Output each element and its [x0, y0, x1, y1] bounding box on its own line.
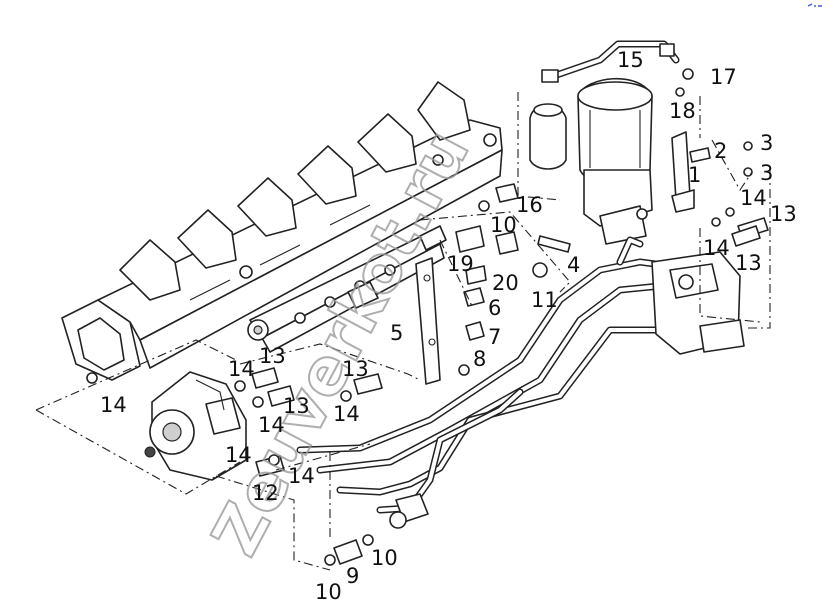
label-13-pump-mid: 13: [283, 394, 310, 418]
label-14-right-lower: 14: [703, 236, 730, 260]
bracket: [415, 257, 441, 385]
intake-manifold: [61, 81, 503, 381]
label-14-pump-lower: 14: [225, 443, 252, 467]
fittings: [86, 68, 769, 566]
label-4: 4: [567, 253, 580, 277]
label-14-pump-top: 14: [228, 357, 255, 381]
label-13-right-upper: 13: [770, 202, 797, 226]
label-15: 15: [617, 48, 644, 72]
label-13-right-lower: 13: [735, 251, 762, 275]
label-11: 11: [531, 288, 558, 312]
label-14-pump-mid: 14: [258, 413, 285, 437]
corner-mark: [807, 3, 822, 7]
label-13-pump-top: 13: [259, 344, 286, 368]
label-14-right-upper: 14: [740, 186, 767, 210]
label-10-upper: 10: [490, 213, 517, 237]
label-12: 12: [252, 481, 279, 505]
filter-housing-right: [651, 251, 745, 355]
label-5: 5: [390, 321, 403, 345]
label-16: 16: [516, 193, 543, 217]
fuel-line-bundle: [296, 236, 734, 529]
label-17: 17: [710, 65, 737, 89]
fuel-line-15: [541, 40, 680, 83]
label-3-upper: 3: [760, 131, 773, 155]
label-6: 6: [488, 296, 501, 320]
label-14-bottom: 14: [288, 464, 315, 488]
fuel-filter-assembly: [529, 77, 695, 245]
label-19: 19: [447, 252, 474, 276]
label-18: 18: [669, 99, 696, 123]
label-9: 9: [346, 564, 359, 588]
label-8: 8: [473, 347, 486, 371]
label-1: 1: [688, 163, 701, 187]
label-14-left: 14: [100, 393, 127, 417]
label-7: 7: [488, 325, 501, 349]
label-2: 2: [714, 139, 727, 163]
label-14-center: 14: [333, 402, 360, 426]
label-10-bottom-left: 10: [315, 580, 342, 604]
callout-labels: 15 17 18 2 3 3 1 14 13 14 13 16 10 19 20…: [100, 48, 797, 604]
high-pressure-pump: [144, 371, 247, 481]
label-13-center: 13: [342, 357, 369, 381]
fuel-rail: [247, 225, 447, 353]
label-20: 20: [492, 271, 519, 295]
label-3-lower: 3: [760, 161, 773, 185]
leader-lines: [35, 92, 771, 571]
label-10-bottom-right: 10: [371, 546, 398, 570]
